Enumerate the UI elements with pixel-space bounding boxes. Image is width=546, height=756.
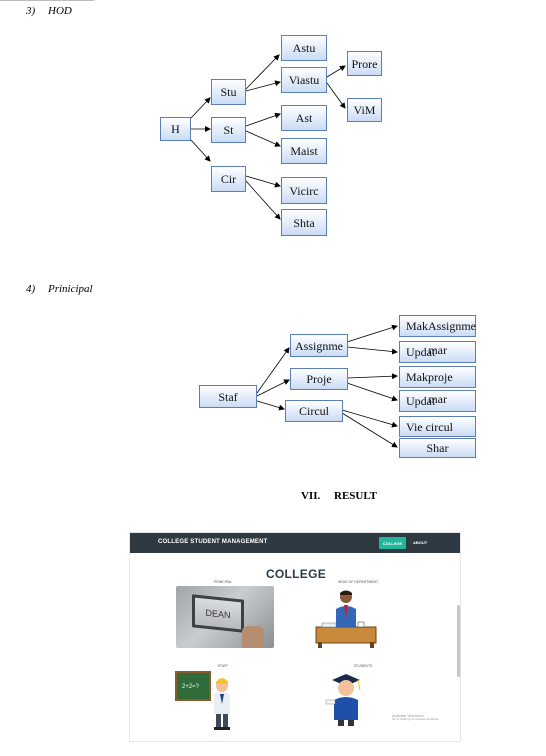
node-makassignme: MakAssignme	[399, 315, 476, 337]
hod-heading-title: HOD	[48, 5, 72, 17]
caption-principal: PRINCIPAL	[213, 580, 233, 584]
arrow-proje-updat2	[346, 382, 398, 402]
node-ast: Ast	[281, 105, 327, 131]
screenshot-nav-college-button[interactable]: COLLEGE	[379, 537, 406, 549]
node-updatmar-1-mar: mar	[428, 343, 447, 357]
arrow-cir-shta	[245, 180, 281, 220]
arrow-viastu-prore	[326, 65, 346, 78]
node-updatmar-2-mar: mar	[428, 392, 447, 406]
arrow-viastu-vim	[326, 82, 346, 109]
arrow-h-stu	[190, 97, 211, 119]
node-astu: Astu	[281, 35, 327, 61]
node-cir: Cir	[211, 166, 246, 192]
result-heading-title: RESULT	[334, 490, 378, 502]
node-maist: Maist	[281, 138, 327, 164]
arrow-st-maist	[245, 130, 281, 147]
principal-image[interactable]: DEAN	[176, 586, 274, 648]
arrow-st-ast	[245, 112, 281, 127]
node-st: St	[211, 117, 246, 143]
caption-students: STUDENTS	[353, 664, 373, 668]
arrow-circul-shar	[341, 412, 398, 448]
screenshot-brand[interactable]: COLLEGE STUDENT MANAGEMENT	[158, 539, 268, 545]
caption-hod: HEAD OF DEPARTMENT	[337, 580, 379, 584]
node-prore: Prore	[347, 51, 382, 76]
screenshot-nav-about-link[interactable]: ABOUT	[413, 540, 428, 545]
node-h: H	[160, 117, 191, 141]
hand-shape	[242, 626, 264, 648]
result-heading: VII. RESULT	[0, 490, 546, 502]
hod-heading-number: 3)	[26, 5, 36, 17]
dean-sign: DEAN	[195, 597, 241, 630]
hod-heading: 3) HOD	[26, 5, 72, 17]
screenshot-scrollbar[interactable]	[457, 605, 460, 677]
node-shta: Shta	[281, 209, 327, 236]
node-assignme: Assignme	[290, 334, 348, 357]
result-screenshot: COLLEGE STUDENT MANAGEMENT COLLEGE ABOUT…	[129, 532, 461, 742]
arrow-circul-viecircul	[341, 409, 398, 428]
arrow-staf-assignme	[256, 347, 290, 394]
arrow-assignme-makassignme	[346, 324, 398, 343]
node-proje: Proje	[290, 368, 348, 390]
arrow-proje-makproje	[346, 373, 398, 380]
node-stu: Stu	[211, 79, 246, 105]
arrow-stu-viastu	[245, 80, 281, 92]
node-circul: Circul	[285, 400, 343, 422]
result-heading-number: VII.	[300, 490, 321, 502]
hod-image[interactable]	[314, 589, 378, 649]
arrow-cir-vicirc	[245, 175, 281, 188]
arrow-assignme-updat1	[346, 346, 398, 355]
principal-heading-number: 4)	[26, 283, 36, 295]
arrow-stu-astu	[245, 54, 280, 90]
arrow-staf-circul	[256, 400, 285, 411]
screenshot-navbar: COLLEGE STUDENT MANAGEMENT COLLEGE ABOUT	[130, 533, 460, 553]
caption-staff: STAFF	[217, 664, 229, 668]
arrow-staf-proje	[256, 379, 290, 397]
principal-heading: 4) Prinicipal	[26, 283, 93, 295]
top-rule	[0, 0, 94, 1]
node-viastu: Viastu	[281, 67, 327, 93]
sign-frame: DEAN	[192, 594, 244, 633]
arrow-h-cir	[190, 139, 211, 162]
watermark-title: Activate Windows	[392, 713, 424, 718]
principal-heading-title: Prinicipal	[48, 283, 93, 295]
node-makproje: Makproje	[399, 366, 476, 388]
node-staf: Staf	[199, 385, 257, 408]
node-shar: Shar	[399, 438, 476, 458]
staff-image[interactable]: 2+2=?	[174, 670, 238, 732]
node-updatmar-1-updat: Updat	[406, 345, 436, 359]
node-updatmar-2-updat: Updat	[406, 394, 436, 408]
node-vim: ViM	[347, 98, 382, 122]
screenshot-title: COLLEGE	[265, 567, 327, 581]
activate-windows-watermark: Activate Windows Go to Settings to activ…	[392, 713, 439, 722]
board-text: 2+2=?	[182, 684, 200, 690]
students-image[interactable]	[324, 670, 368, 728]
watermark-subtitle: Go to Settings to activate Windows.	[392, 717, 440, 722]
node-viecircul: Vie circul	[399, 416, 476, 437]
node-vicirc: Vicirc	[281, 177, 327, 204]
